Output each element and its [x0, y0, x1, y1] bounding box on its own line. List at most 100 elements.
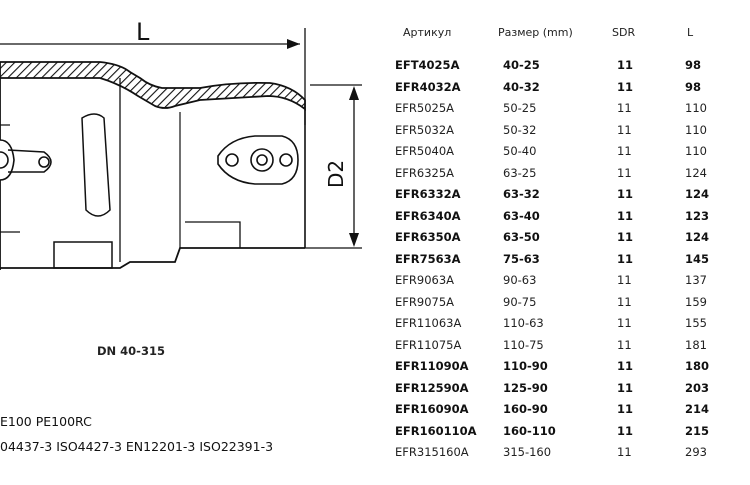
table-row: EFR160110A 160-110 11 215	[393, 424, 733, 444]
size-cell: 40-32	[503, 79, 540, 94]
article-cell: EFR11063A	[395, 316, 462, 330]
sdr-cell: 11	[617, 187, 634, 201]
reducer-coupling-drawing: L D2	[0, 18, 362, 270]
table-row: EFR16090A 160-90 11 214	[393, 402, 733, 422]
table-row: EFR7563A 75-63 11 145	[393, 252, 733, 272]
length-cell: 145	[685, 251, 710, 266]
table-row: EFR12590A 125-90 11 203	[393, 381, 733, 401]
table-row: EFR5025A 50-25 11 110	[393, 101, 733, 121]
table-row: EFR11063A 110-63 11 155	[393, 316, 733, 336]
header-article: Артикул	[403, 26, 452, 39]
length-cell: 293	[685, 445, 707, 459]
size-cell: 110-90	[503, 359, 548, 373]
length-label: L	[136, 18, 150, 46]
size-cell: 160-110	[503, 423, 556, 438]
article-cell: EFR9063A	[395, 273, 455, 287]
article-cell: EFR5040A	[395, 144, 455, 158]
sdr-cell: 11	[617, 359, 634, 373]
article-cell: EFR12590A	[395, 380, 469, 395]
table-row: EFR4032A 40-32 11 98	[393, 80, 733, 100]
sdr-cell: 11	[617, 423, 634, 438]
header-sdr: SDR	[612, 26, 636, 39]
sdr-cell: 11	[617, 101, 632, 115]
table-row: EFR9075A 90-75 11 159	[393, 295, 733, 315]
length-cell: 155	[685, 316, 707, 330]
article-cell: EFT4025A	[395, 58, 460, 72]
right-terminal	[217, 135, 299, 185]
sdr-cell: 11	[617, 230, 634, 244]
size-cell: 110-63	[503, 316, 544, 330]
sdr-cell: 11	[617, 144, 632, 158]
coupling-body	[0, 61, 306, 270]
size-cell: 50-40	[503, 144, 537, 158]
table-row: EFR6340A 63-40 11 123	[393, 209, 733, 229]
article-cell: EFR5025A	[395, 101, 455, 115]
table-row: EFR11090A 110-90 11 180	[393, 359, 733, 379]
size-cell: 63-50	[503, 230, 540, 244]
article-cell: EFR11090A	[395, 359, 469, 373]
sdr-cell: 11	[617, 402, 634, 416]
sdr-cell: 11	[617, 337, 632, 352]
article-cell: EFR315160A	[395, 445, 469, 459]
article-cell: EFR160110A	[395, 423, 477, 438]
size-cell: 63-25	[503, 165, 537, 180]
article-cell: EFR6325A	[395, 165, 455, 180]
article-cell: EFR7563A	[395, 251, 461, 266]
length-cell: 214	[685, 402, 710, 416]
table-row: EFR315160A 315-160 11 293	[393, 445, 733, 465]
sdr-cell: 11	[617, 208, 634, 223]
length-cell: 124	[685, 230, 710, 244]
length-cell: 98	[685, 79, 702, 94]
sdr-cell: 11	[617, 294, 632, 309]
article-cell: EFR5032A	[395, 122, 455, 137]
length-cell: 123	[685, 208, 710, 223]
header-size: Размер (mm)	[498, 26, 573, 39]
size-cell: 63-32	[503, 187, 540, 201]
article-cell: EFR16090A	[395, 402, 469, 416]
diameter-dimension	[305, 84, 362, 249]
size-cell: 125-90	[503, 380, 548, 395]
table-row: EFR5040A 50-40 11 110	[393, 144, 733, 164]
size-cell: 63-40	[503, 208, 540, 223]
material-standards: E100 PE100RC	[0, 414, 92, 429]
sdr-cell: 11	[617, 380, 634, 395]
sdr-cell: 11	[617, 165, 632, 180]
sdr-cell: 11	[617, 316, 632, 330]
length-cell: 215	[685, 423, 710, 438]
article-cell: EFR6332A	[395, 187, 461, 201]
header-length: L	[687, 26, 694, 39]
length-cell: 181	[685, 337, 707, 352]
length-cell: 110	[685, 101, 707, 115]
sdr-cell: 11	[617, 251, 634, 266]
length-cell: 98	[685, 58, 702, 72]
sdr-cell: 11	[617, 58, 634, 72]
table-row: EFR6332A 63-32 11 124	[393, 187, 733, 207]
article-cell: EFR6350A	[395, 230, 461, 244]
size-cell: 110-75	[503, 337, 544, 352]
length-cell: 110	[685, 122, 707, 137]
length-cell: 159	[685, 294, 707, 309]
length-cell: 203	[685, 380, 710, 395]
article-cell: EFR6340A	[395, 208, 461, 223]
size-cell: 315-160	[503, 445, 552, 459]
size-cell: 90-75	[503, 294, 537, 309]
diameter-range-label: DN 40-315	[97, 344, 165, 358]
sdr-cell: 11	[617, 122, 632, 137]
sdr-cell: 11	[617, 445, 632, 459]
size-cell: 50-25	[503, 101, 537, 115]
length-cell: 110	[685, 144, 707, 158]
size-cell: 90-63	[503, 273, 537, 287]
size-cell: 160-90	[503, 402, 548, 416]
sdr-cell: 11	[617, 79, 634, 94]
article-cell: EFR4032A	[395, 79, 461, 94]
size-cell: 75-63	[503, 251, 540, 266]
length-cell: 124	[685, 187, 710, 201]
length-cell: 180	[685, 359, 710, 373]
table-row: EFR6350A 63-50 11 124	[393, 230, 733, 250]
article-cell: EFR9075A	[395, 294, 455, 309]
